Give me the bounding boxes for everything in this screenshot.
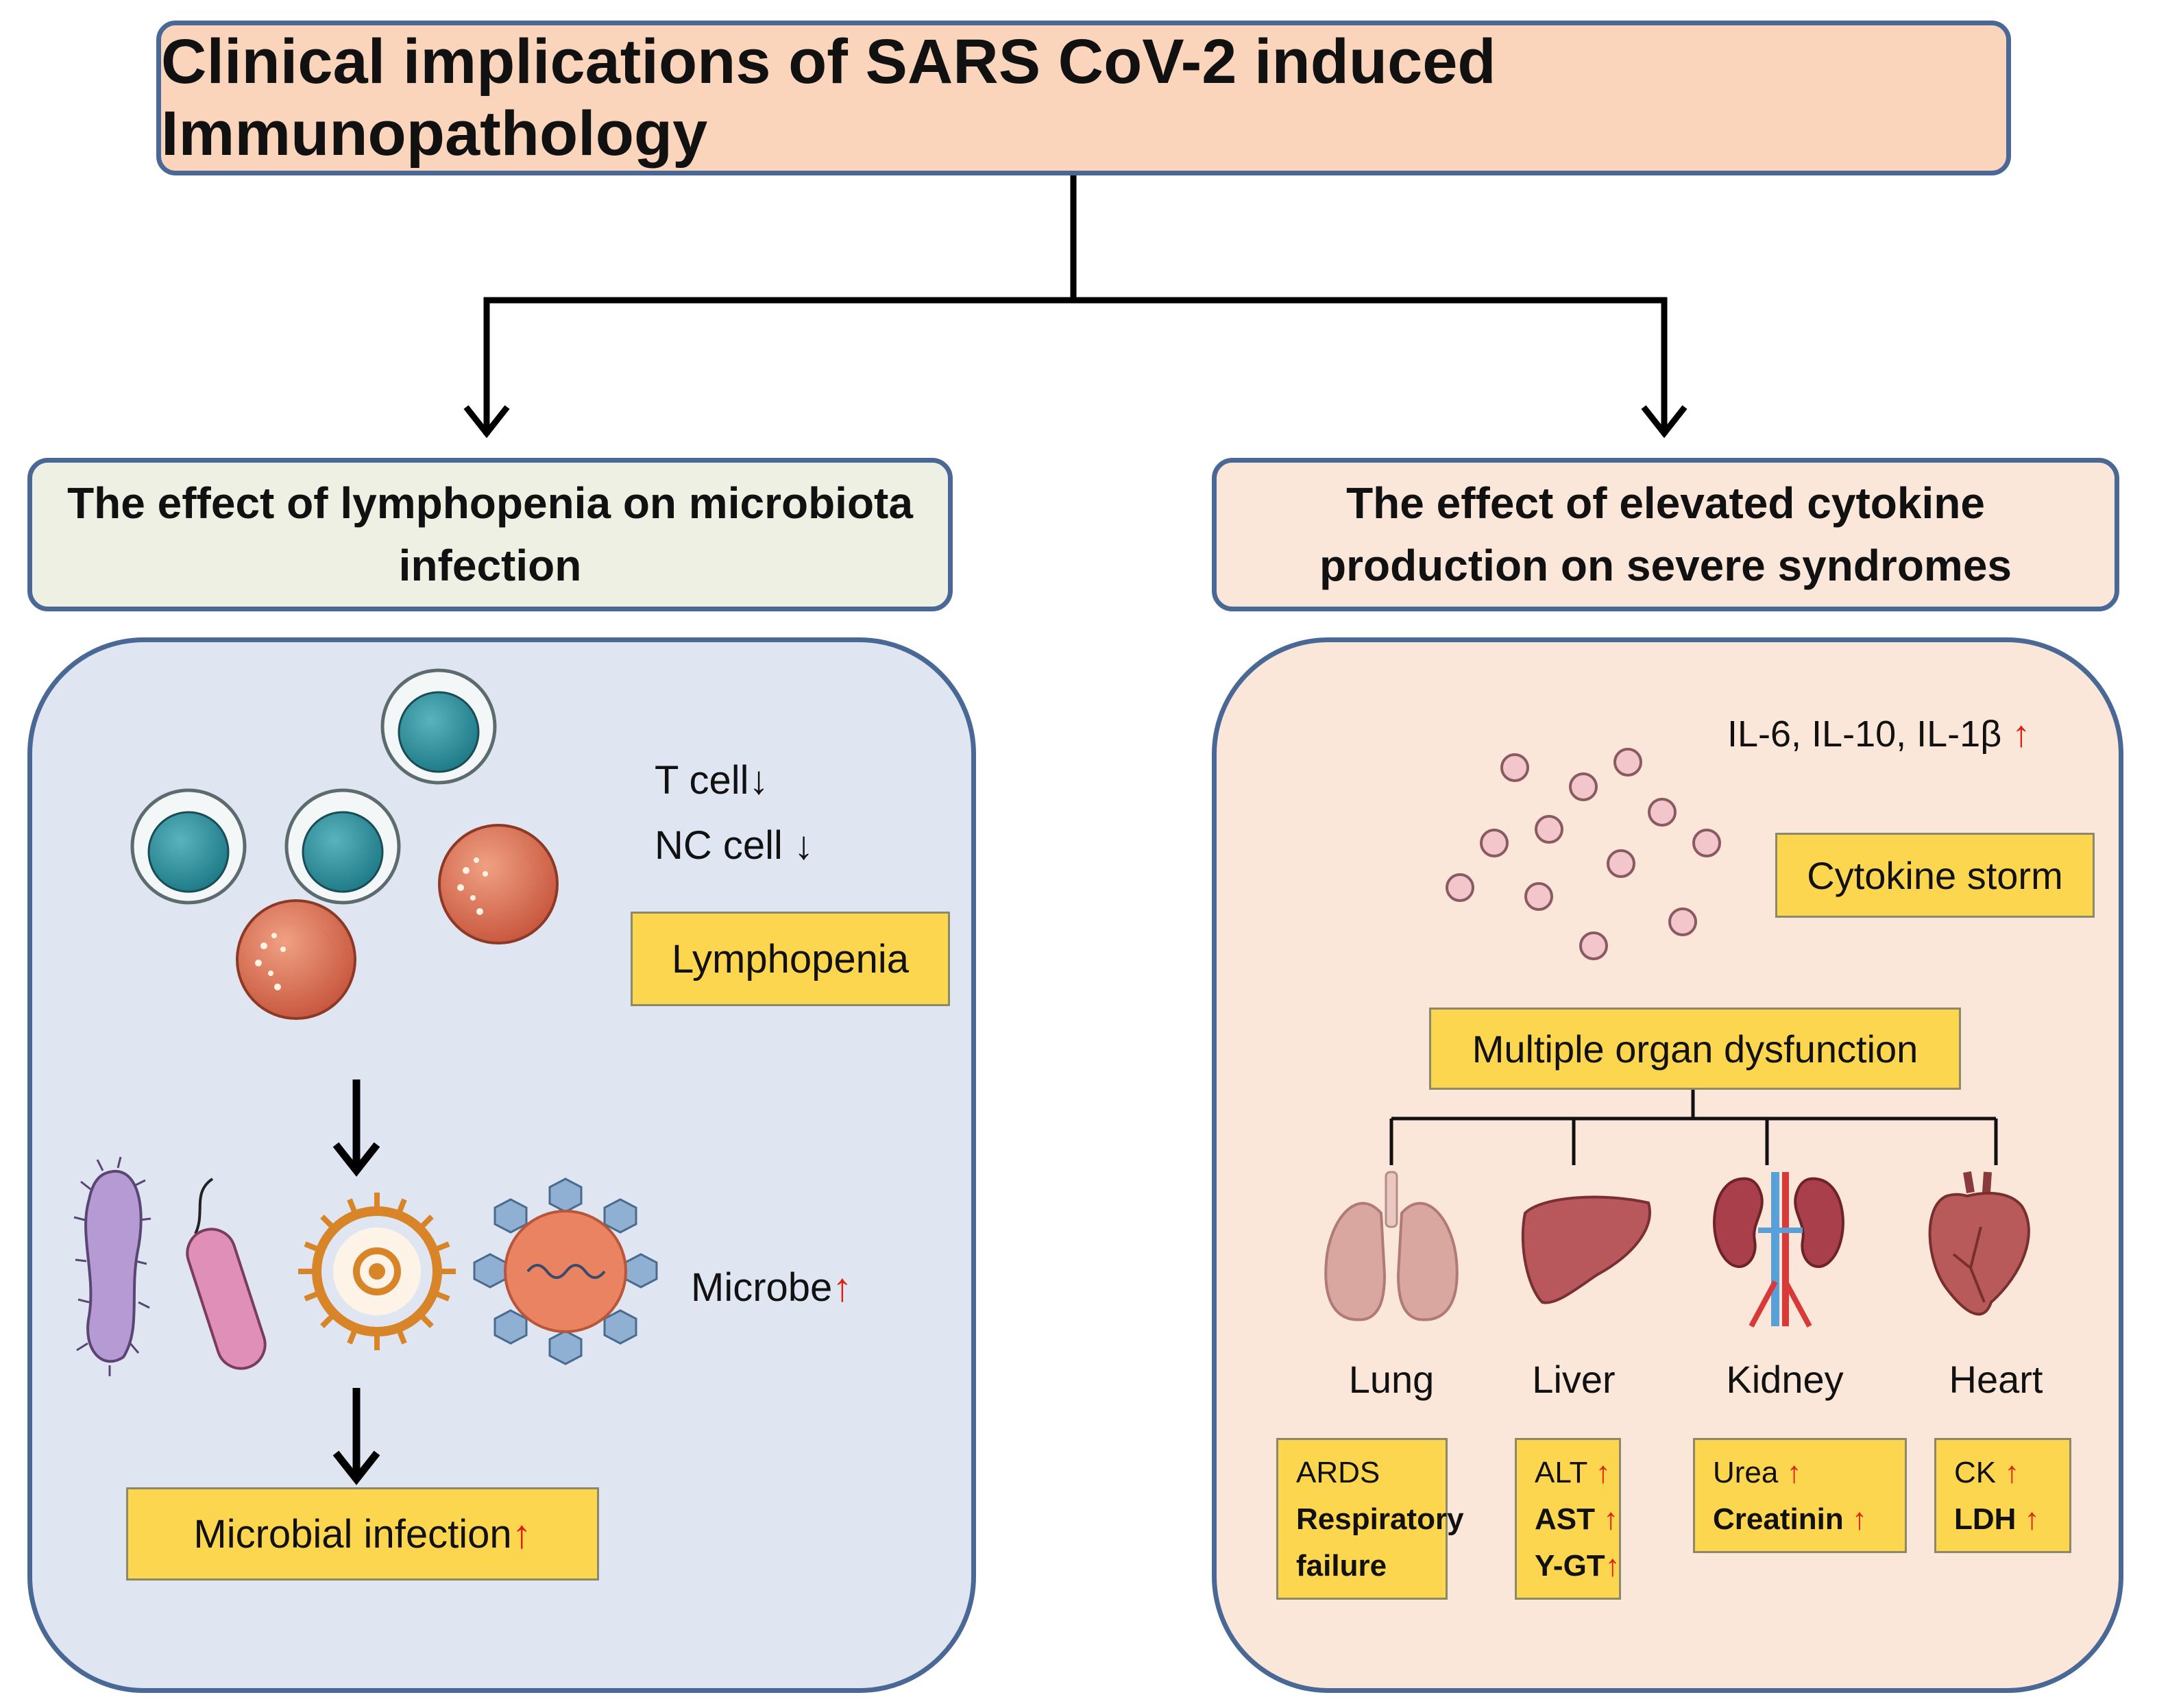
microbe-label: Microbe↑ xyxy=(691,1265,853,1310)
cytokine-particles-icon xyxy=(1446,748,1721,960)
down-arrow-icon xyxy=(332,1388,380,1485)
up-arrow-icon: ↑ xyxy=(2024,1502,2040,1537)
t-cell-label: T cell↓ xyxy=(655,758,769,803)
kidney-markers-box: Urea ↑ Creatinin ↑ xyxy=(1693,1438,1907,1553)
virus-icon xyxy=(298,1193,456,1350)
organ-label-liver: Liver xyxy=(1532,1358,1616,1401)
down-arrow-icon: ↓ xyxy=(748,758,769,803)
arrowhead-right xyxy=(1641,405,1687,439)
up-arrow-icon: ↑ xyxy=(511,1511,532,1557)
up-arrow-icon: ↑ xyxy=(2012,713,2031,755)
down-arrow-icon: ↓ xyxy=(794,823,814,868)
lung-icon xyxy=(1324,1171,1459,1321)
down-arrow-icon xyxy=(332,1079,380,1177)
lung-markers-box: ARDS Respiratory failure xyxy=(1276,1438,1464,1600)
up-arrow-icon: ↑ xyxy=(1595,1456,1611,1489)
up-arrow-icon: ↑ xyxy=(1786,1456,1802,1489)
coronavirus-icon xyxy=(473,1178,658,1365)
multiple-organ-dysfunction-box: Multiple organ dysfunction xyxy=(1429,1008,1961,1090)
t-cell-icon xyxy=(130,788,247,905)
heart-icon xyxy=(1928,1171,2030,1316)
organ-label-kidney: Kidney xyxy=(1726,1358,1844,1401)
organ-tree-connector xyxy=(1389,1090,1998,1165)
up-arrow-icon: ↑ xyxy=(1851,1502,1867,1537)
t-cell-icon xyxy=(284,788,401,905)
up-arrow-icon: ↑ xyxy=(2004,1456,2020,1489)
main-title: Clinical implications of SARS CoV-2 indu… xyxy=(156,21,2011,175)
flagellated-bacterium-icon xyxy=(186,1178,267,1370)
cytokine-list-label: IL-6, IL-10, IL-1β ↑ xyxy=(1727,713,2031,755)
organ-label-lung: Lung xyxy=(1348,1358,1435,1401)
right-category-header: The effect of elevated cytokine producti… xyxy=(1212,458,2119,611)
nk-cell-icon xyxy=(236,899,356,1020)
heart-markers-box: CK ↑ LDH ↑ xyxy=(1934,1438,2071,1553)
cytokine-storm-box: Cytokine storm xyxy=(1775,833,2095,918)
immune-cells-illustration xyxy=(130,668,559,1020)
up-arrow-icon: ↑ xyxy=(1603,1502,1619,1537)
arrowhead-left xyxy=(463,405,510,439)
up-arrow-icon: ↑ xyxy=(1605,1549,1620,1583)
nk-cell-icon xyxy=(438,824,559,944)
kidney-icon xyxy=(1713,1172,1844,1328)
nc-cell-label: NC cell ↓ xyxy=(655,823,814,868)
microbial-infection-box: Microbial infection↑ xyxy=(126,1487,599,1581)
up-arrow-icon: ↑ xyxy=(832,1265,853,1310)
liver-icon xyxy=(1521,1195,1651,1304)
liver-markers-box: ALT ↑ AST ↑ Y-GT↑ xyxy=(1515,1438,1621,1600)
lymphopenia-box: Lymphopenia xyxy=(631,912,950,1006)
left-category-header: The effect of lymphopenia on microbiota … xyxy=(27,458,953,611)
bacterium-icon xyxy=(73,1156,151,1376)
organ-label-heart: Heart xyxy=(1949,1358,2043,1401)
t-cell-icon xyxy=(380,668,497,785)
microbes-illustration xyxy=(73,1156,658,1376)
